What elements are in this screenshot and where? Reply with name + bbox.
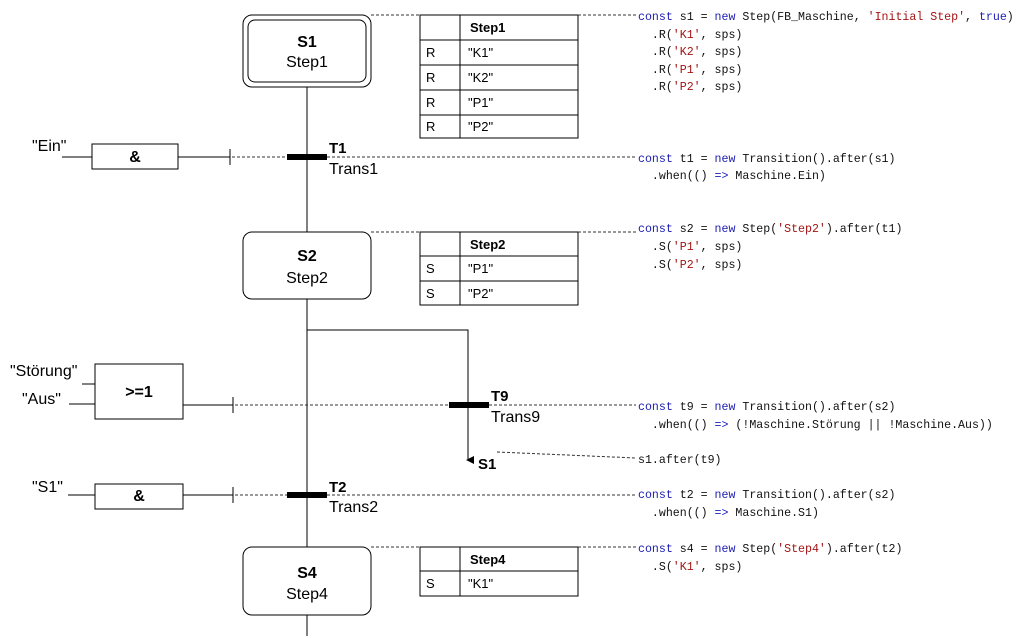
transition-name: T9	[491, 388, 509, 405]
table-title: Step1	[470, 20, 505, 35]
action-qualifier: R	[426, 119, 435, 134]
jump-target-label: S1	[478, 456, 496, 473]
code-connectors	[327, 14, 637, 548]
action-qualifier: R	[426, 70, 435, 85]
gate-label: >=1	[125, 384, 153, 401]
transition-label: Trans9	[491, 409, 540, 426]
code-line: const s2 = new Step('Step2').after(t1)	[638, 223, 902, 236]
action-qualifier: R	[426, 45, 435, 60]
step-label: Step1	[286, 54, 328, 71]
code-line: const t1 = new Transition().after(s1)	[638, 153, 895, 166]
and-gate	[94, 483, 184, 510]
transition-t1[interactable]: T1 Trans1	[287, 140, 378, 178]
code-line: .when(() => (!Maschine.Störung || !Masch…	[638, 419, 993, 432]
step-name: S4	[297, 565, 317, 582]
transition-name: T2	[329, 479, 347, 496]
transition-label: Trans2	[329, 499, 378, 516]
action-table-step4: Step4 S "K1"	[419, 546, 579, 597]
branch-line	[307, 329, 474, 464]
step-label: Step4	[286, 586, 328, 603]
action-target: "P2"	[468, 119, 494, 134]
action-target: "P1"	[468, 95, 494, 110]
action-qualifier: S	[426, 261, 435, 276]
action-target: "P2"	[468, 286, 494, 301]
step-s1[interactable]: S1 Step1	[242, 14, 372, 88]
transition-t9[interactable]: T9 Trans9 S1	[449, 388, 540, 473]
action-target: "K1"	[468, 45, 494, 60]
or-gate	[94, 363, 184, 420]
gate-label: &	[129, 149, 141, 166]
code-line: const s1 = new Step(FB_Maschine, 'Initia…	[638, 11, 1014, 24]
condition-t9: >=1 "Störung" "Aus"	[10, 363, 449, 420]
condition-t1: & "Ein"	[32, 138, 287, 170]
action-qualifier: S	[426, 576, 435, 591]
action-qualifier: R	[426, 95, 435, 110]
step-name: S1	[297, 34, 317, 51]
step-s2[interactable]: S2 Step2	[242, 231, 372, 300]
code-line: .S('P1', sps)	[638, 241, 742, 254]
code-line: .S('P2', sps)	[638, 259, 742, 272]
input-label: "S1"	[32, 479, 63, 496]
transition-label: Trans1	[329, 161, 378, 178]
code-line: .when(() => Maschine.Ein)	[638, 170, 826, 183]
code-line: .R('P2', sps)	[638, 81, 742, 94]
input-label: "Aus"	[22, 391, 61, 408]
action-table-step1: Step1 R "K1" R "K2" R "P1" R "P2"	[419, 14, 579, 139]
gate-label: &	[133, 488, 145, 505]
step-label: Step2	[286, 270, 328, 287]
input-label: "Störung"	[10, 363, 77, 380]
action-qualifier: S	[426, 286, 435, 301]
code-line: .R('P1', sps)	[638, 64, 742, 77]
table-title: Step2	[470, 237, 505, 252]
table-title: Step4	[470, 552, 506, 567]
step-s4[interactable]: S4 Step4	[242, 546, 372, 616]
action-target: "K2"	[468, 70, 494, 85]
code-line: s1.after(t9)	[638, 454, 722, 467]
action-target: "P1"	[468, 261, 494, 276]
and-gate	[91, 143, 179, 170]
transition-t2[interactable]: T2 Trans2	[287, 479, 378, 516]
input-label: "Ein"	[32, 138, 66, 155]
code-block: const s1 = new Step(FB_Maschine, 'Initia…	[638, 11, 1014, 574]
code-line: const t2 = new Transition().after(s2)	[638, 489, 895, 502]
action-target: "K1"	[468, 576, 494, 591]
code-line: .when(() => Maschine.S1)	[638, 507, 819, 520]
action-table-step2: Step2 S "P1" S "P2"	[419, 231, 579, 306]
code-line: const t9 = new Transition().after(s2)	[638, 401, 895, 414]
code-line: const s4 = new Step('Step4').after(t2)	[638, 543, 902, 556]
step-name: S2	[297, 248, 317, 265]
transition-name: T1	[329, 140, 347, 157]
condition-t2: & "S1"	[32, 479, 287, 510]
code-line: .S('K1', sps)	[638, 561, 742, 574]
code-line: .R('K2', sps)	[638, 46, 742, 59]
code-line: .R('K1', sps)	[638, 29, 742, 42]
